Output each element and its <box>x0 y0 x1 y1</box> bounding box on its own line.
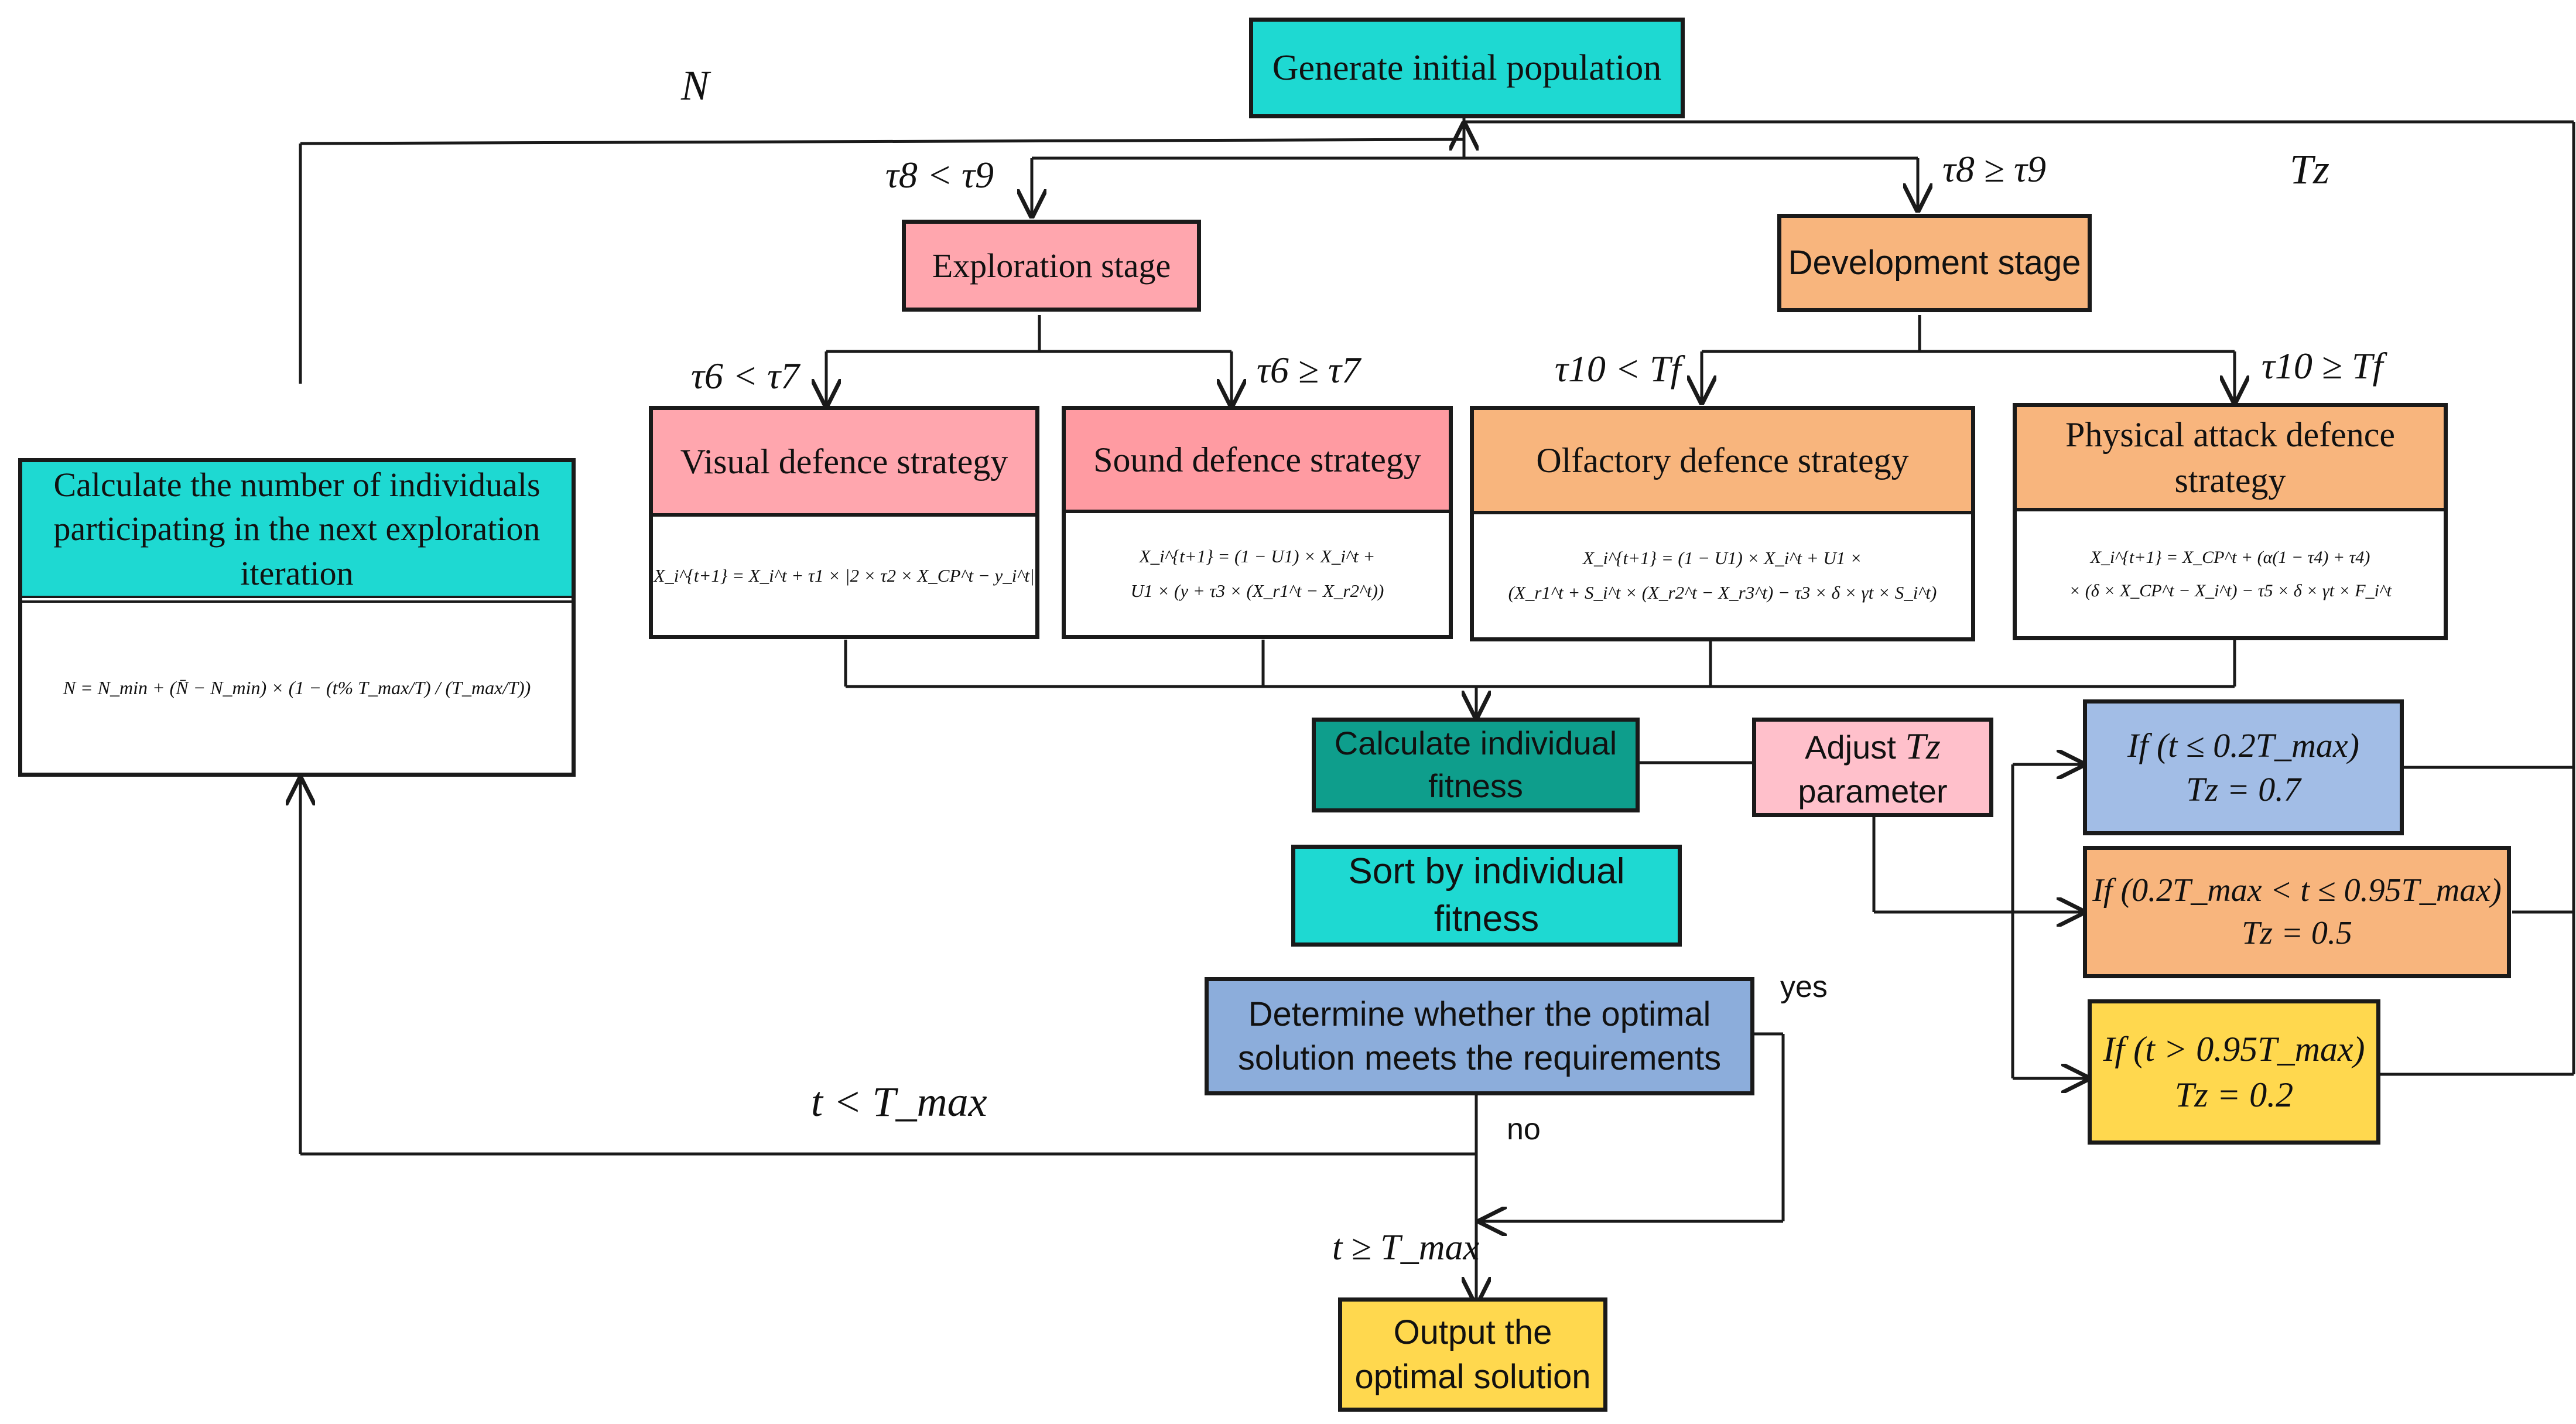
development-stage-label: Development stage <box>1788 244 2081 282</box>
condition-1-box: If (t ≤ 0.2T_max) Tz = 0.7 <box>2083 699 2404 835</box>
condition-2-if: If (0.2T_max < t ≤ 0.95T_max) <box>2092 872 2502 909</box>
visual-defence-box: Visual defence strategy X_i^{t+1} = X_i^… <box>649 406 1039 639</box>
output-solution-box: Output the optimal solution <box>1338 1297 1607 1412</box>
condition-1-tz: Tz = 0.7 <box>2186 770 2301 808</box>
label-tau6-ge: τ6 ≥ τ7 <box>1257 349 1360 391</box>
sound-defence-label: Sound defence strategy <box>1093 440 1421 479</box>
label-t-ge-tmax: t ≥ T_max <box>1332 1228 1480 1268</box>
label-n: N <box>681 62 710 109</box>
calculate-fitness-label: Calculate individual fitness <box>1334 725 1617 804</box>
output-solution-label: Output the optimal solution <box>1354 1313 1591 1396</box>
condition-3-tz: Tz = 0.2 <box>2174 1075 2294 1114</box>
label-yes: yes <box>1780 970 1828 1004</box>
sound-defence-formula-line2: U1 × (y + τ3 × (X_r1^t − X_r2^t)) <box>1130 580 1384 601</box>
sound-defence-box: Sound defence strategy X_i^{t+1} = (1 − … <box>1062 406 1453 639</box>
adjust-tz-label: Adjust <box>1805 729 1896 766</box>
olfactory-defence-box: Olfactory defence strategy X_i^{t+1} = (… <box>1470 406 1975 641</box>
exploration-stage-label: Exploration stage <box>932 246 1171 285</box>
physical-defence-formula-line1: X_i^{t+1} = X_CP^t + (α(1 − τ4) + τ4) <box>2090 547 2370 567</box>
olfactory-defence-formula-line1: X_i^{t+1} = (1 − U1) × X_i^t + U1 × <box>1583 548 1862 569</box>
physical-defence-label: Physical attack defence strategy <box>2065 415 2396 500</box>
exploration-stage-box: Exploration stage <box>902 220 1201 312</box>
condition-2-tz: Tz = 0.5 <box>2242 915 2352 951</box>
label-t-lt-tmax: t < T_max <box>811 1078 987 1125</box>
label-tau8-ge: τ8 ≥ τ9 <box>1942 148 2046 190</box>
calculate-n-formula: N = N_min + (N̄ − N_min) × (1 − (t% T_ma… <box>63 677 531 698</box>
generate-population-label: Generate initial population <box>1272 47 1662 88</box>
visual-defence-formula: X_i^{t+1} = X_i^t + τ1 × |2 × τ2 × X_CP^… <box>654 565 1035 586</box>
label-no: no <box>1507 1112 1541 1146</box>
adjust-parameter-label: parameter <box>1798 773 1948 810</box>
label-tau6-lt: τ6 < τ7 <box>691 355 799 397</box>
label-tau10-lt: τ10 < Tf <box>1555 348 1681 390</box>
condition-1-if: If (t ≤ 0.2T_max) <box>2127 726 2359 764</box>
development-stage-box: Development stage <box>1777 214 2092 312</box>
condition-3-box: If (t > 0.95T_max) Tz = 0.2 <box>2088 999 2380 1145</box>
calculate-n-box: Calculate the number of individuals part… <box>18 458 576 777</box>
sort-fitness-box: Sort by individual fitness <box>1291 845 1682 947</box>
calculate-fitness-box: Calculate individual fitness <box>1312 718 1640 812</box>
condition-3-if: If (t > 0.95T_max) <box>2103 1030 2365 1068</box>
label-tau8-lt: τ8 < τ9 <box>885 154 994 196</box>
determine-optimal-box: Determine whether the optimal solution m… <box>1205 977 1754 1095</box>
label-tz: Tz <box>2290 146 2330 193</box>
physical-defence-box: Physical attack defence strategy X_i^{t+… <box>2013 403 2448 640</box>
determine-optimal-label: Determine whether the optimal solution m… <box>1237 995 1722 1077</box>
label-tau10-ge: τ10 ≥ Tf <box>2262 345 2383 387</box>
visual-defence-label: Visual defence strategy <box>680 442 1008 481</box>
generate-population-box: Generate initial population <box>1249 18 1685 118</box>
physical-defence-formula-line2: × (δ × X_CP^t − X_i^t) − τ5 × δ × γt × F… <box>2069 580 2392 600</box>
calculate-n-label: Calculate the number of individuals part… <box>53 465 540 592</box>
adjust-tz-box: Adjust Tz parameter <box>1752 718 1993 817</box>
sort-fitness-label: Sort by individual fitness <box>1348 851 1625 939</box>
olfactory-defence-formula-line2: (X_r1^t + S_i^t × (X_r2^t − X_r3^t) − τ3… <box>1508 582 1937 603</box>
adjust-tz-symbol: Tz <box>1905 725 1941 767</box>
condition-2-box: If (0.2T_max < t ≤ 0.95T_max) Tz = 0.5 <box>2083 846 2511 978</box>
olfactory-defence-label: Olfactory defence strategy <box>1536 441 1909 480</box>
sound-defence-formula-line1: X_i^{t+1} = (1 − U1) × X_i^t + <box>1139 546 1376 567</box>
